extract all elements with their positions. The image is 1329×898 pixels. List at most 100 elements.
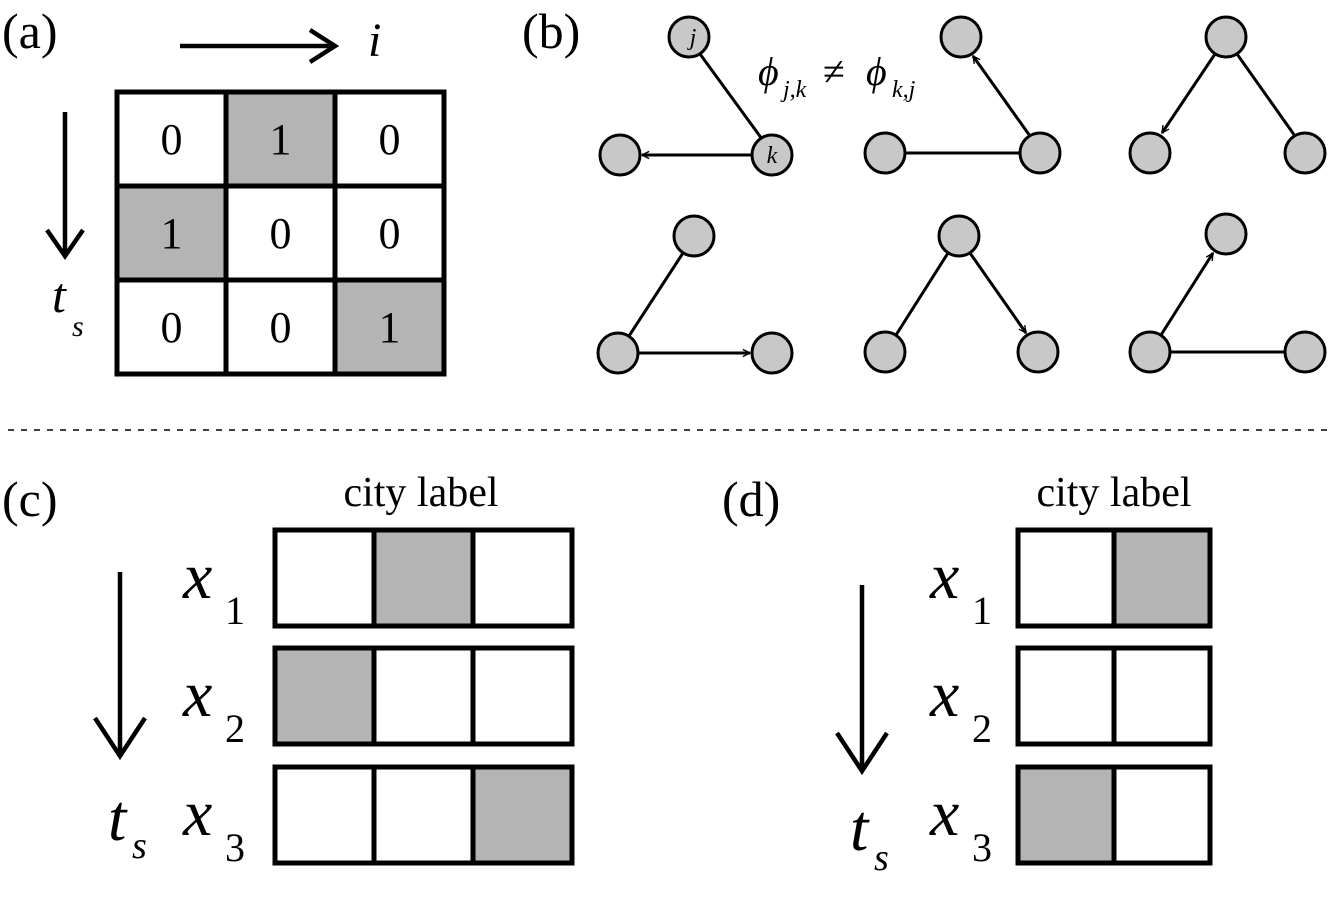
matrix-cell-value: 0 [270,209,292,258]
time-arrow [93,572,147,761]
city-cell [374,767,473,863]
city-cell [374,648,473,744]
node-right [1283,131,1327,175]
phi-symbol-2: ϕ [866,49,887,94]
phi-symbol-1: ϕ [758,49,779,94]
city-label-header: city label [343,470,498,516]
node-top [1204,212,1248,256]
graph-1: j k [598,15,794,177]
matrix-cell-value: 0 [161,303,183,352]
node-left [1128,131,1172,175]
city-cell [275,648,374,744]
time-label: t [850,792,870,865]
matrix-cell-value: 1 [161,209,183,258]
node-k [750,133,794,177]
matrix-cell [117,186,226,280]
row-variable-subscript: 1 [972,588,992,633]
node-right [750,331,794,375]
row-border [272,527,575,629]
edge-right-top-arrow [971,56,1032,137]
row-variable: x [182,540,212,613]
axis-i-arrow [180,28,340,64]
panel-a-label: (a) [2,3,58,59]
graph-6 [1128,212,1327,374]
inequality-label: ϕ j,k ≠ ϕ k,j [758,49,916,103]
edge-top-right [1235,53,1297,137]
matrix-cell [226,186,335,280]
node-left [598,133,642,177]
node-right [1018,131,1062,175]
row-variable-subscript: 2 [972,706,992,751]
city-cell [473,530,572,626]
neq-symbol: ≠ [823,49,845,94]
axis-t-subscript: s [72,310,84,343]
node-j-label: j [687,25,697,51]
node-left [596,331,640,375]
node-top [937,214,981,258]
edge-left-top-arrow [1159,253,1215,336]
city-cell [1018,648,1114,744]
row-variable: x [929,777,959,850]
city-cell [275,767,374,863]
matrix-cell [335,186,444,280]
graph-4 [596,214,794,375]
city-cell [1018,530,1114,626]
row-variable: x [929,658,959,731]
node-top [672,214,716,258]
time-arrow [835,585,889,776]
city-cell [1114,530,1210,626]
city-cell [473,648,572,744]
node-left [863,330,907,374]
node-top [939,15,983,59]
city-cell [1018,767,1114,863]
row-variable: x [182,777,212,850]
node-top [1204,15,1248,59]
matrix-cell-value: 0 [379,115,401,164]
edge-left-top [894,252,950,336]
panel-d-label: (d) [722,471,780,527]
row-border [272,764,575,866]
matrix-cell [117,280,226,374]
matrix-cell [117,92,226,186]
city-cell [275,530,374,626]
axis-t-label: t [52,267,67,323]
axis-i-label: i [368,14,381,67]
axis-t-arrow [45,112,85,260]
panel-b: (b) j k ϕ j,k ≠ ϕ k,j [522,3,1327,375]
city-cell [374,530,473,626]
row-border [272,645,575,747]
edge-top-right-arrow [968,252,1028,333]
row-variable-subscript: 3 [225,825,245,870]
row-variable: x [929,540,959,613]
city-cell [1114,767,1210,863]
panel-b-label: (b) [522,3,580,59]
edge-j-k [698,53,764,140]
graph-2 [863,15,1062,175]
phi-subscript-1: j,k [780,77,807,103]
time-label: t [108,782,128,855]
row-variable-subscript: 2 [225,706,245,751]
city-label-header: city label [1036,470,1191,516]
node-left [863,131,907,175]
node-left [1128,330,1172,374]
node-right [1016,330,1060,374]
matrix-cell [335,92,444,186]
matrix-cell [226,92,335,186]
matrix-cell-value: 0 [161,115,183,164]
row-variable-subscript: 3 [972,825,992,870]
node-right [1283,330,1327,374]
edge-left-top [627,252,685,337]
edge-top-left-arrow [1160,53,1217,133]
row-variable-subscript: 1 [225,588,245,633]
matrix-cell [226,280,335,374]
